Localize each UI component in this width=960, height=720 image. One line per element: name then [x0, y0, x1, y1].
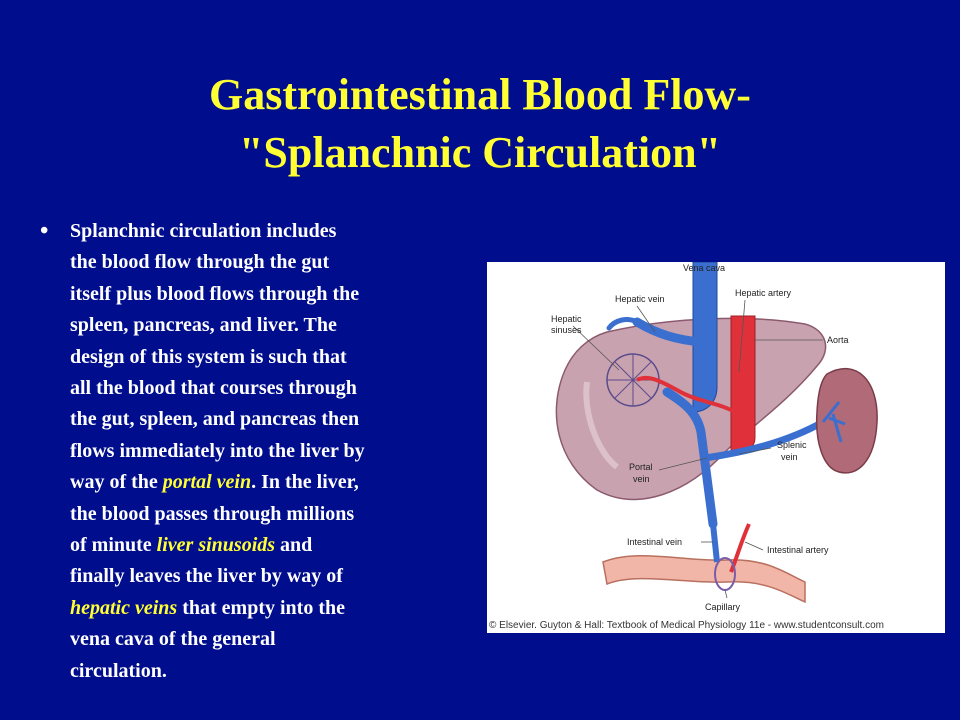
text-run: the blood passes through millions: [70, 502, 355, 525]
paragraph-line: flows immediately into the liver by: [70, 436, 470, 467]
hepatic-artery-vessel: [636, 375, 736, 414]
text-run: Splanchnic circulation includes: [70, 220, 337, 242]
leader-lines: [572, 299, 823, 599]
paragraph-line: spleen, pancreas, and liver. The: [70, 310, 470, 341]
slide-title: Gastrointestinal Blood Flow- "Splanchnic…: [40, 66, 920, 182]
spleen-vein-branches: [821, 401, 846, 443]
text-run: flows immediately into the liver by: [70, 439, 365, 462]
intestinal-artery-vessel: [729, 523, 751, 573]
emphasized-term: liver sinusoids: [156, 534, 276, 557]
paragraph-line: hepatic veins that empty into the: [70, 593, 470, 624]
text-run: the blood flow through the gut: [70, 251, 330, 274]
bullet-paragraph: Splanchnic circulation includes the blood…: [70, 216, 470, 687]
label-hepatic-sinuses-1: Hepatic: [551, 314, 582, 324]
text-run: design of this system is such that: [70, 345, 347, 368]
title-line-2: "Splanchnic Circulation": [238, 128, 722, 177]
label-hepatic-vein: Hepatic vein: [615, 294, 665, 304]
paragraph-line: circulation.: [70, 656, 470, 687]
emphasized-term: hepatic veins: [70, 596, 178, 619]
label-capillary: Capillary: [705, 602, 741, 612]
label-splenic-vein-1: Splenic: [777, 440, 807, 450]
paragraph-line: itself plus blood flows through the: [70, 279, 470, 310]
label-splenic-vein-2: vein: [781, 452, 798, 462]
text-run: vena cava of the general: [70, 628, 276, 651]
label-portal-vein-2: vein: [633, 474, 650, 484]
label-intestinal-vein: Intestinal vein: [627, 537, 682, 547]
text-run: all the blood that courses through: [70, 377, 357, 400]
text-run: finally leaves the liver by way of: [70, 565, 343, 588]
label-intestinal-artery: Intestinal artery: [767, 545, 829, 555]
sinusoid-lines: [607, 354, 659, 406]
figure-caption: © Elsevier. Guyton & Hall: Textbook of M…: [489, 620, 884, 631]
paragraph-line: the gut, spleen, and pancreas then: [70, 404, 470, 435]
paragraph-line: the blood passes through millions: [70, 499, 470, 530]
portal-vein-vessel: [662, 387, 718, 529]
emphasized-term: portal vein: [162, 471, 252, 494]
text-run: of minute: [70, 534, 157, 557]
paragraph-line: vena cava of the general: [70, 624, 470, 655]
paragraph-line: of minute liver sinusoids and: [70, 530, 470, 561]
paragraph-line: the blood flow through the gut: [70, 247, 470, 278]
intestinal-vein-vessel: [710, 523, 720, 563]
hepatic-vein-vessel: [632, 317, 706, 347]
text-run: itself plus blood flows through the: [70, 282, 360, 305]
spleen-shape: [815, 367, 878, 474]
label-vena-cava: Vena cava: [683, 263, 725, 273]
liver-highlight: [583, 381, 619, 470]
bullet-marker: •: [40, 218, 49, 244]
paragraph-line: way of the portal vein. In the liver,: [70, 467, 470, 498]
text-run: way of the: [70, 471, 163, 494]
hepatic-vein-branch: [606, 317, 640, 331]
paragraph-line: all the blood that courses through: [70, 373, 470, 404]
paragraph-line: Splanchnic circulation includes: [70, 216, 470, 247]
title-line-1: Gastrointestinal Blood Flow-: [209, 70, 751, 119]
text-run: circulation.: [70, 659, 167, 682]
label-portal-vein-1: Portal: [629, 462, 653, 472]
vena-cava-vessel: [692, 262, 718, 413]
text-run: . In the liver,: [251, 471, 359, 494]
intestine-shape: [602, 554, 806, 604]
aorta-vessel: [730, 315, 756, 455]
paragraph-line: design of this system is such that: [70, 342, 470, 373]
splenic-vein-vessel: [701, 418, 827, 462]
text-run: the gut, spleen, and pancreas then: [70, 408, 360, 431]
circulation-diagram: Vena cava Hepatic vein Hepatic artery He…: [551, 262, 878, 612]
label-aorta: Aorta: [827, 335, 849, 345]
label-hepatic-sinuses-2: sinuses: [551, 325, 582, 335]
splanchnic-circulation-figure: Vena cava Hepatic vein Hepatic artery He…: [487, 262, 945, 633]
text-run: that empty into the: [177, 596, 345, 619]
text-run: spleen, pancreas, and liver. The: [70, 314, 337, 337]
text-run: and: [275, 534, 313, 557]
paragraph-line: finally leaves the liver by way of: [70, 561, 470, 592]
label-hepatic-artery: Hepatic artery: [735, 288, 792, 298]
